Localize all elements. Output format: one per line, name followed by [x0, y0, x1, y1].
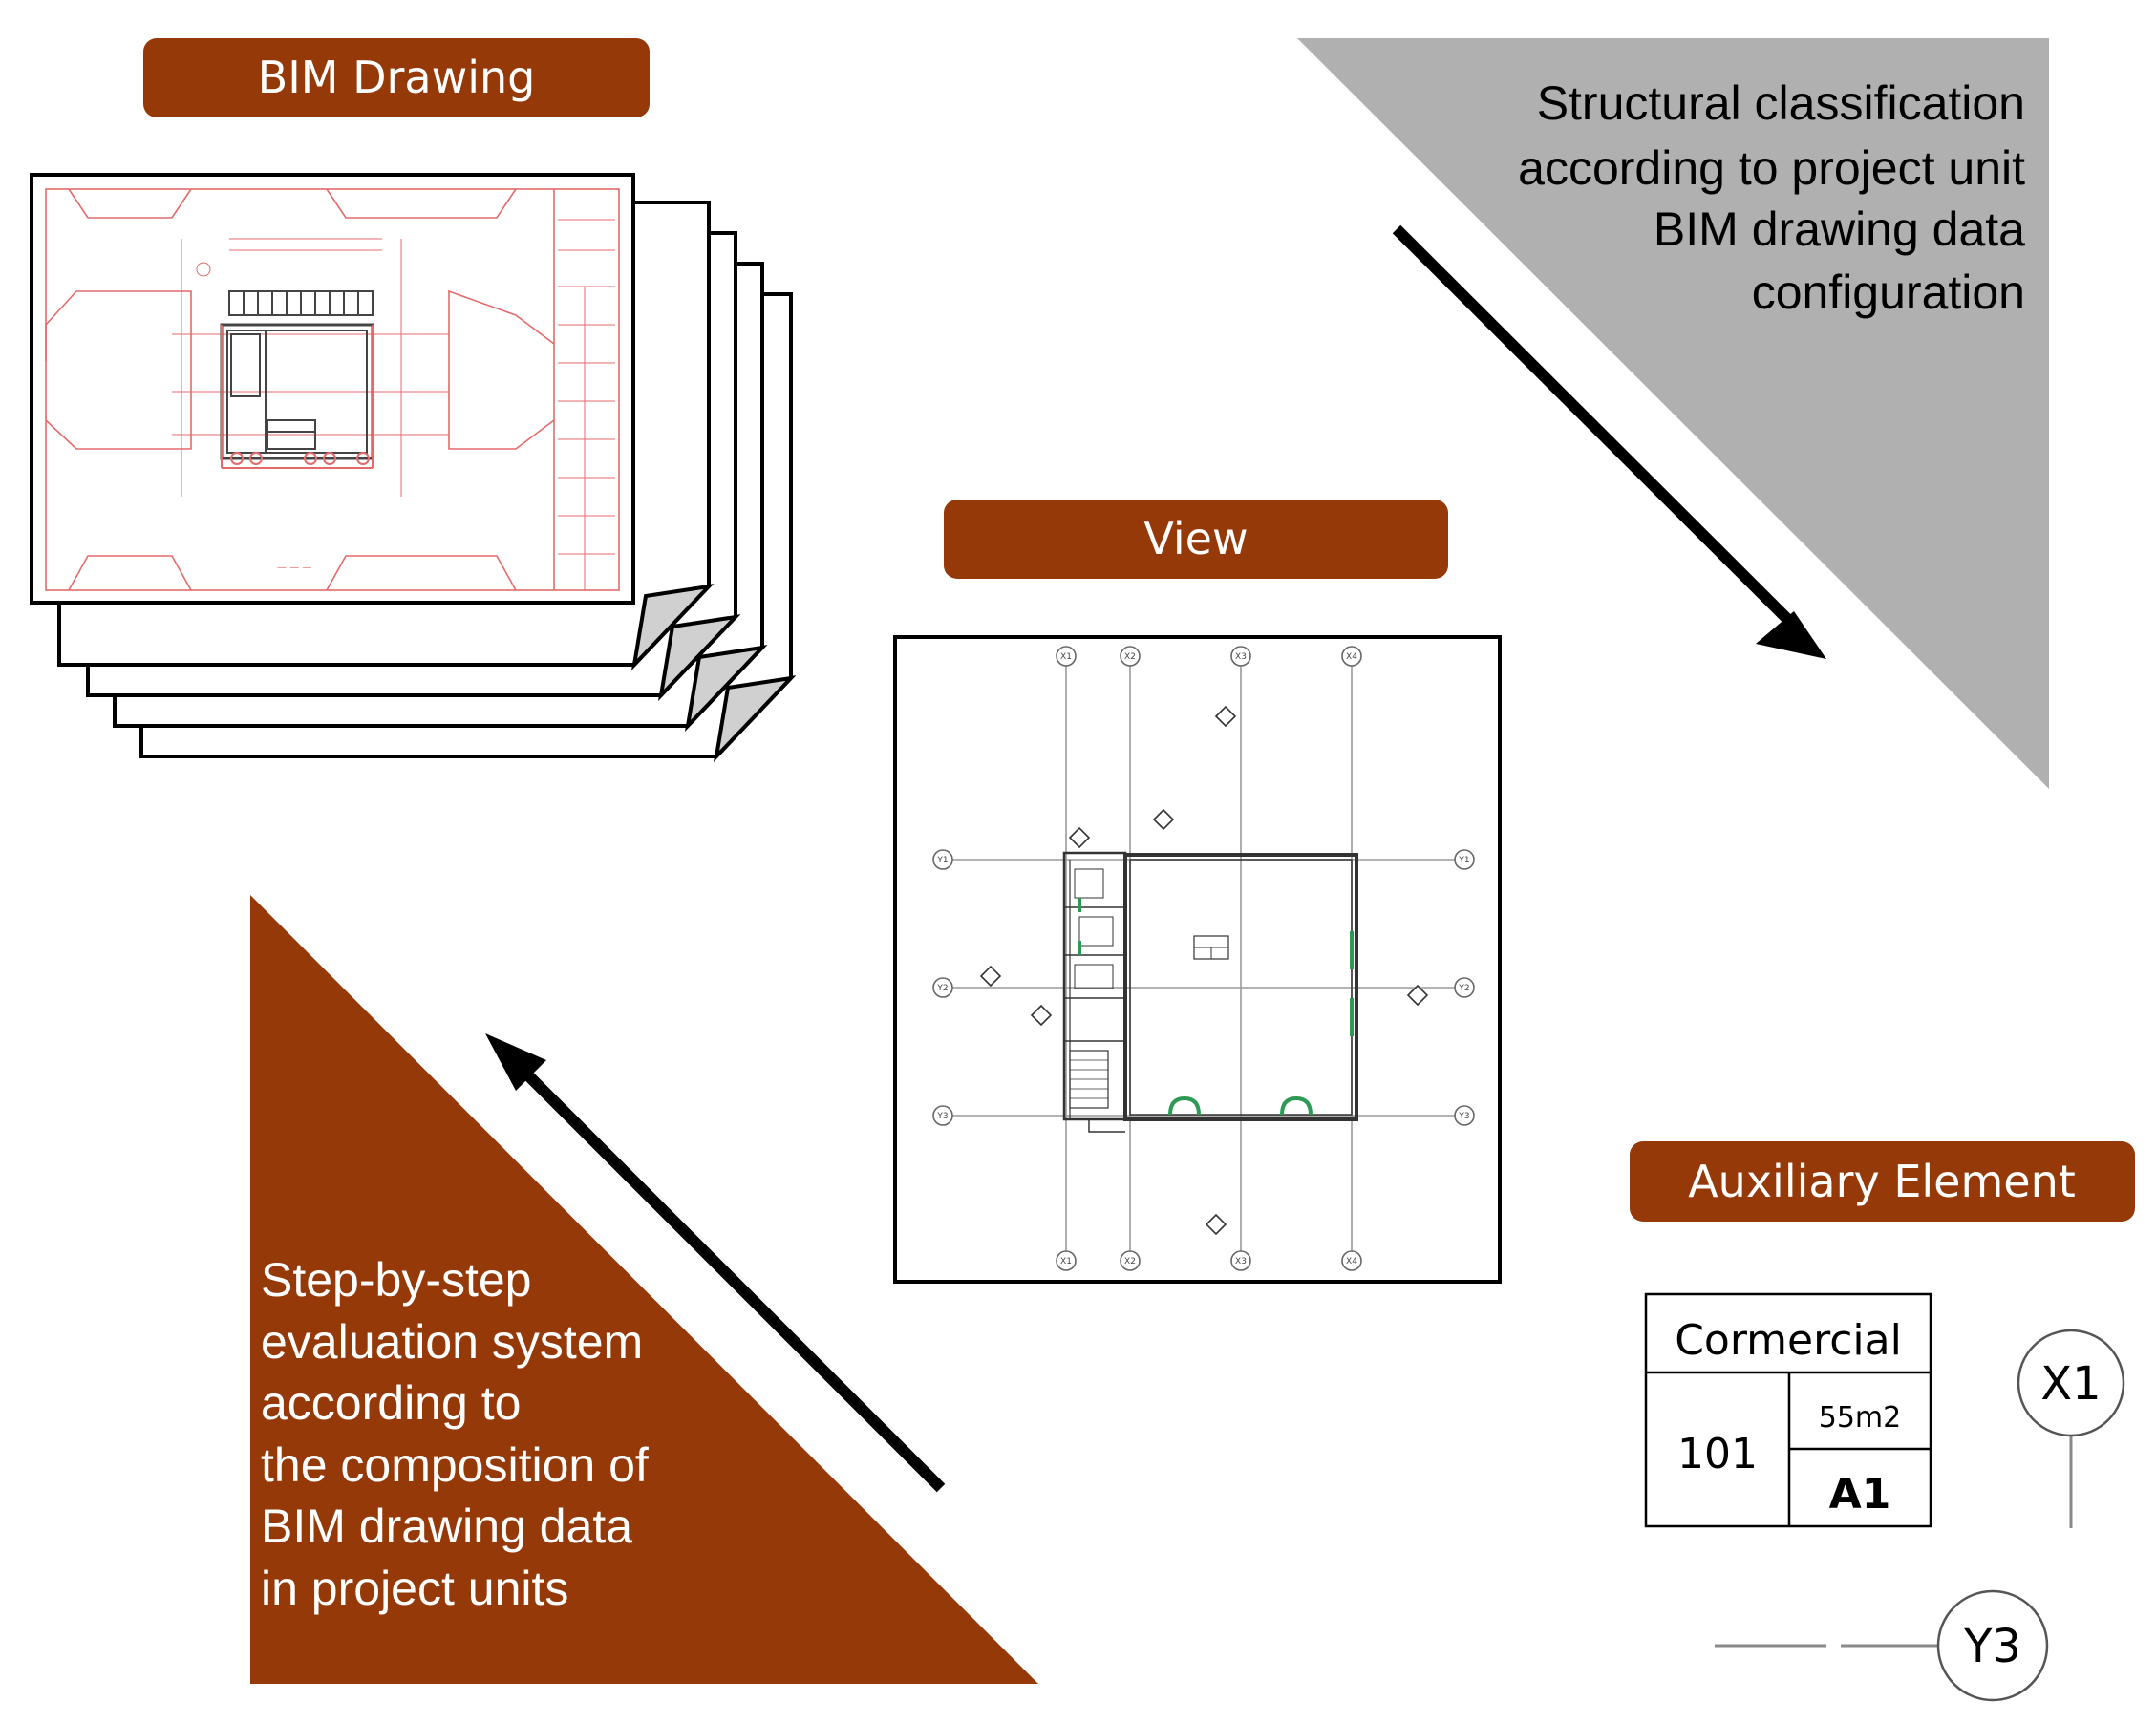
- view-grid-y1-right: Y1: [1458, 856, 1469, 865]
- view-grid-y2-left: Y2: [936, 984, 948, 993]
- view-grid-x3-top: X3: [1235, 652, 1247, 662]
- svg-text:— — —: — — —: [277, 563, 311, 573]
- gray-panel-line-4: configuration: [1752, 266, 2025, 319]
- view-elevation-markers: [979, 705, 1429, 1236]
- brown-panel-line-5: BIM drawing data: [261, 1500, 632, 1553]
- view-grid-y2-right: Y2: [1458, 984, 1469, 993]
- room-tag-area: 55m2: [1819, 1401, 1901, 1435]
- view-label: View: [1143, 513, 1248, 564]
- view-x-grid-bubbles-top: [1056, 646, 1362, 667]
- brown-panel-line-1: Step-by-step: [261, 1253, 531, 1307]
- arrow-down-right-icon: [1392, 224, 1826, 659]
- view-grid-x2-bottom: X2: [1124, 1257, 1136, 1266]
- auxiliary-element-label: Auxiliary Element: [1688, 1156, 2076, 1207]
- brown-panel-line-3: according to: [261, 1376, 521, 1430]
- view-floor-plan: X1 X2 X3 X4 X1 X2 X3 X4 Y1 Y2 Y3 Y1 Y2 Y…: [893, 635, 1502, 1284]
- gray-triangle: [1297, 38, 2049, 789]
- room-tag: [1644, 1292, 1932, 1528]
- brown-panel-line-2: evaluation system: [261, 1315, 643, 1369]
- view-openings: [1078, 898, 1354, 1116]
- drawing-sheets-stack-icon: [30, 173, 797, 763]
- view-y-grid-bubbles: [932, 849, 1475, 1126]
- bim-drawing-building-footing: [221, 325, 374, 469]
- arrow-up-left-icon: [485, 1033, 946, 1493]
- view-grid-y3-right: Y3: [1458, 1112, 1469, 1121]
- view-grid-x2-top: X2: [1124, 652, 1136, 662]
- view-label-box: View: [944, 500, 1448, 579]
- view-grid-x4-top: X4: [1346, 652, 1357, 662]
- gray-panel-line-2: according to project unit: [1518, 141, 2025, 195]
- gray-panel-line-3: BIM drawing data: [1654, 202, 2025, 256]
- room-tag-type: A1: [1829, 1470, 1891, 1519]
- grid-marker-x1: X1: [2017, 1329, 2125, 1528]
- view-building-walls: [1062, 851, 1358, 1133]
- structural-classification-panel: Structural classification according to p…: [1297, 38, 2049, 789]
- room-tag-name: Cormercial: [1675, 1316, 1902, 1365]
- brown-panel-line-4: the composition of: [261, 1438, 649, 1492]
- bim-drawing-label-box: BIM Drawing: [143, 38, 650, 117]
- grid-marker-y3-label: Y3: [1963, 1620, 2021, 1673]
- gray-panel-line-1: Structural classification: [1537, 76, 2025, 130]
- bim-drawing-building: [220, 290, 374, 460]
- grid-marker-x1-label: X1: [2040, 1357, 2101, 1411]
- view-grid-x1-bottom: X1: [1060, 1257, 1072, 1266]
- bim-drawing-label: BIM Drawing: [258, 52, 536, 103]
- view-grid-y1-left: Y1: [936, 856, 948, 865]
- view-x-grid-bubbles-bottom: [1056, 1250, 1362, 1271]
- drawing-sheet-front: [30, 173, 635, 605]
- room-tag-number: 101: [1677, 1430, 1758, 1478]
- auxiliary-element-label-box: Auxiliary Element: [1630, 1141, 2135, 1222]
- view-grid-x4-bottom: X4: [1346, 1257, 1357, 1266]
- bim-drawing-thumbnail: — — —: [45, 188, 620, 591]
- brown-panel-line-6: in project units: [261, 1562, 568, 1615]
- evaluation-system-panel: Step-by-step evaluation system according…: [250, 895, 1038, 1684]
- room-tag-text: Cormercial 101 55m2 A1: [1675, 1316, 1902, 1519]
- view-grid-x1-top: X1: [1060, 652, 1072, 662]
- view-grid-x3-bottom: X3: [1235, 1257, 1247, 1266]
- view-grid-y3-left: Y3: [936, 1112, 948, 1121]
- grid-marker-y3: Y3: [1715, 1589, 2049, 1702]
- brown-triangle: [250, 895, 1038, 1684]
